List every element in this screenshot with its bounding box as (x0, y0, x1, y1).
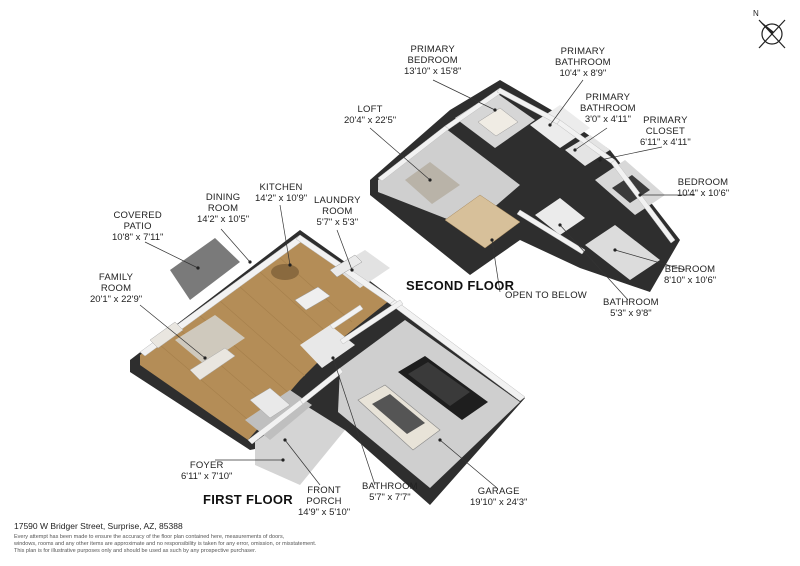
primary-bathroom-2-dims: 3'0" x 4'11" (584, 114, 631, 125)
first-bathroom-name: BATHROOM (362, 481, 418, 492)
garage-dims: 19'10" x 24'3" (470, 497, 528, 508)
black-suv (398, 356, 488, 420)
laundry-room-name-2: ROOM (322, 206, 353, 217)
bedroom-2-label: BEDROOM 8'10" x 10'6" (664, 264, 716, 286)
primary-bed (477, 107, 519, 137)
primary-closet-label: PRIMARY CLOSET 6'11" x 4'11" (640, 115, 691, 148)
laundry-room-dims: 5'7" x 5'3" (316, 217, 359, 228)
garage-label: GARAGE 19'10" x 24'3" (470, 486, 527, 508)
family-room-dims: 20'1" x 22'9" (90, 294, 143, 305)
disclaimer-line-1: Every attempt has been made to ensure th… (14, 534, 285, 540)
open-to-below-name: OPEN TO BELOW (505, 290, 587, 301)
loft-label: LOFT 20'4" x 22'5" (344, 104, 396, 126)
second-floor-model (370, 80, 680, 292)
disclaimer-line-2: windows, rooms and any other items are a… (14, 541, 317, 547)
foyer-label: FOYER 6'11" x 7'10" (181, 460, 232, 482)
second-floor-stairs (444, 194, 521, 249)
bedroom-1-name: BEDROOM (677, 177, 729, 188)
dining-table (271, 264, 299, 280)
primary-bedroom-name-1: PRIMARY (410, 44, 455, 55)
first-bathroom-label: BATHROOM 5'7" x 7'7" (362, 481, 418, 503)
dining-room-name-2: ROOM (207, 203, 239, 214)
primary-closet-dims: 6'11" x 4'11" (640, 137, 691, 148)
bedroom-1-dims: 10'4" x 10'6" (677, 188, 730, 199)
front-porch-label: FRONT PORCH 14'9" x 5'10" (298, 485, 350, 518)
north-compass-icon (758, 19, 786, 49)
covered-patio-floor (170, 238, 240, 300)
covered-patio-name-2: PATIO (123, 221, 152, 232)
open-to-below-label: OPEN TO BELOW (505, 290, 587, 301)
family-room-sofa (189, 347, 236, 381)
second-bathroom-dims: 5'3" x 9'8" (610, 308, 652, 319)
garage-floor (338, 320, 520, 488)
kitchen-name: KITCHEN (259, 182, 303, 193)
bathroom-floor (300, 325, 355, 368)
garage-name: GARAGE (477, 486, 520, 497)
foyer-dims: 6'11" x 7'10" (181, 471, 233, 482)
primary-bathroom-2-name-2: BATHROOM (580, 103, 636, 114)
foyer-name: FOYER (189, 460, 224, 471)
second-floor-title: SECOND FLOOR (406, 278, 515, 293)
family-room-name-1: FAMILY (98, 272, 134, 283)
family-room-sofa-2 (149, 321, 184, 349)
front-porch-dims: 14'9" x 5'10" (298, 507, 351, 518)
covered-patio-name-1: COVERED (113, 210, 162, 221)
primary-closet-floor (565, 135, 610, 166)
second-bathroom-name: BATHROOM (603, 297, 659, 308)
covered-patio-label: COVERED PATIO 10'8" x 7'11" (112, 210, 163, 243)
primary-bedroom-dims: 13'10" x 15'8" (404, 66, 462, 77)
bedroom-2-name: BEDROOM (664, 264, 716, 275)
disclaimer-line-3: This plan is for illustrative purposes o… (14, 548, 257, 554)
primary-bathroom-2-label: PRIMARY BATHROOM 3'0" x 4'11" (580, 92, 636, 125)
foyer-floor (245, 390, 312, 440)
loft-rug (405, 162, 460, 204)
primary-bedroom-name-2: BEDROOM (407, 55, 458, 66)
dining-room-name-1: DINING (205, 192, 241, 203)
primary-bathroom-1-label: PRIMARY BATHROOM 10'4" x 8'9" (555, 46, 611, 79)
dining-room-dims: 14'2" x 10'5" (197, 214, 250, 225)
second-bathroom-floor (535, 198, 585, 235)
bedroom-1-label: BEDROOM 10'4" x 10'6" (677, 177, 729, 199)
covered-patio-dims: 10'8" x 7'11" (112, 232, 164, 243)
laundry-room-name-1: LAUNDRY (314, 195, 361, 206)
laundry-room-label: LAUNDRY ROOM 5'7" x 5'3" (314, 195, 361, 228)
primary-bathroom-1-name-1: PRIMARY (560, 46, 606, 57)
label-leader-lines (139, 79, 695, 489)
dining-room-label: DINING ROOM 14'2" x 10'5" (197, 192, 249, 225)
primary-closet-name-2: CLOSET (645, 126, 685, 137)
primary-closet-name-1: PRIMARY (643, 115, 688, 126)
front-porch-name-1: FRONT (307, 485, 341, 496)
first-floor-title: FIRST FLOOR (203, 492, 293, 507)
primary-bedroom-label: PRIMARY BEDROOM 13'10" x 15'8" (404, 44, 461, 77)
kitchen-counter (329, 254, 363, 278)
laundry-floor (335, 250, 390, 288)
family-room-label: FAMILY ROOM 20'1" x 22'9" (90, 272, 142, 305)
front-porch-name-2: PORCH (306, 496, 342, 507)
family-room-rug (175, 315, 245, 365)
primary-bathroom-2-name-1: PRIMARY (585, 92, 631, 103)
first-bathroom-dims: 5'7" x 7'7" (369, 492, 411, 503)
family-room-name-2: ROOM (100, 283, 132, 294)
compass-north-label: N (753, 9, 759, 18)
kitchen-dims: 14'2" x 10'9" (255, 193, 308, 204)
bedroom-2-dims: 8'10" x 10'6" (664, 275, 717, 286)
kitchen-island (294, 286, 331, 311)
white-suv (357, 384, 441, 451)
loft-dims: 20'4" x 22'5" (344, 115, 397, 126)
second-bathroom-label: BATHROOM 5'3" x 9'8" (603, 297, 659, 319)
first-floor-model (130, 230, 526, 505)
kitchen-label: KITCHEN 14'2" x 10'9" (255, 182, 307, 204)
primary-bathroom-1-dims: 10'4" x 8'9" (559, 68, 607, 79)
first-floor-stairs (249, 387, 291, 419)
primary-bathroom-1-name-2: BATHROOM (555, 57, 611, 68)
front-porch-floor (255, 405, 345, 485)
loft-name: LOFT (357, 104, 383, 115)
family-room-floor (140, 238, 390, 440)
property-address: 17590 W Bridger Street, Surprise, AZ, 85… (14, 521, 183, 531)
